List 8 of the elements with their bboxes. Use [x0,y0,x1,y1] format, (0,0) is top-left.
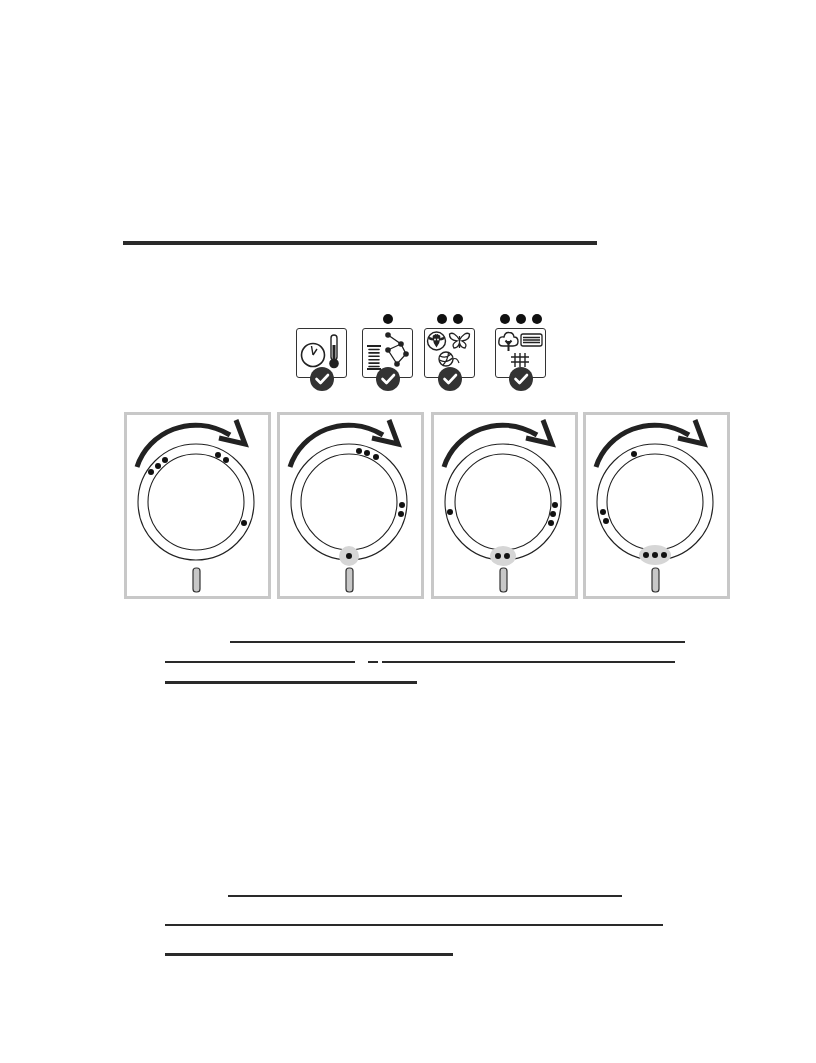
drum-panel [277,412,424,599]
drum-panel [583,412,730,599]
drum-panel [124,412,271,599]
symbol-tile [296,328,347,378]
symbol-tile [495,328,546,378]
drum-panel [431,412,578,599]
symbol-tile [424,328,475,378]
symbol-tile [362,328,413,378]
